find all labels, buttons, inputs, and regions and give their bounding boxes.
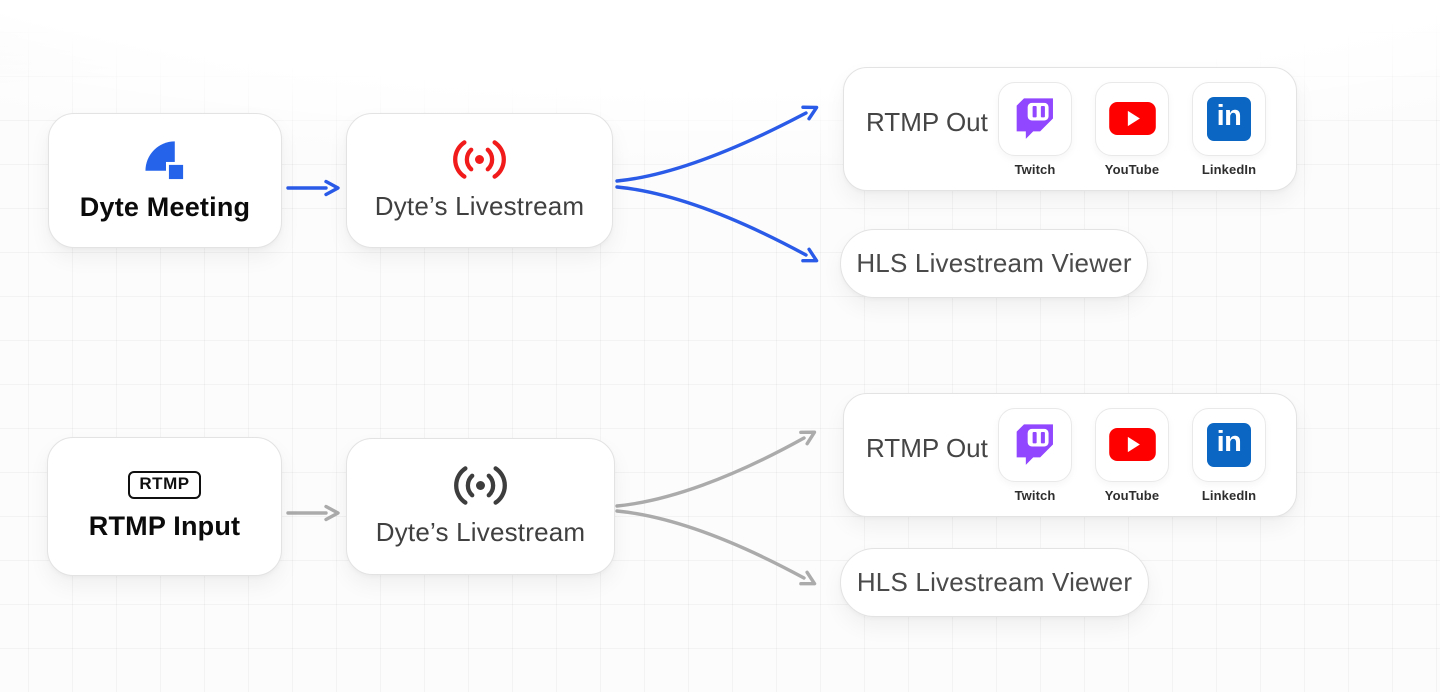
rtmp-badge-icon: RTMP [128,471,201,499]
youtube-card [1095,81,1169,156]
platform-linkedin[interactable]: in LinkedIn [1192,81,1266,177]
node-dyte-livestream-top[interactable]: Dyte’s Livestream [346,113,613,248]
platform-name: Twitch [1014,161,1056,177]
node-rtmp-out-bottom[interactable]: RTMP Out Twitch [843,393,1297,517]
youtube-icon [1108,102,1156,135]
platform-row: Twitch YouTube in LinkedIn [998,407,1266,503]
arrow-livestream-to-hls-top [615,185,819,263]
node-rtmp-input[interactable]: RTMP RTMP Input [47,437,282,576]
platform-name: YouTube [1104,161,1160,177]
platform-twitch[interactable]: Twitch [998,81,1072,177]
platform-name: LinkedIn [1201,487,1257,503]
platform-name: Twitch [1014,487,1056,503]
node-title: RTMP Input [88,510,241,541]
platform-linkedin[interactable]: in LinkedIn [1192,407,1266,503]
linkedin-card: in [1192,407,1266,482]
rtmp-out-label: RTMP Out [866,432,988,463]
node-hls-viewer-bottom[interactable]: HLS Livestream Viewer [840,548,1149,617]
platform-twitch[interactable]: Twitch [998,407,1072,503]
dyte-logo-icon [144,141,186,182]
linkedin-card: in [1192,81,1266,156]
platform-youtube[interactable]: YouTube [1095,81,1169,177]
rtmp-out-label: RTMP Out [866,106,988,137]
youtube-card [1095,407,1169,482]
linkedin-icon: in [1207,96,1251,141]
twitch-card [998,407,1072,482]
node-hls-viewer-top[interactable]: HLS Livestream Viewer [840,229,1148,298]
twitch-icon [1016,98,1053,139]
arrow-livestream-to-rtmpout-bottom [615,430,817,508]
twitch-card [998,81,1072,156]
node-title: HLS Livestream Viewer [856,567,1133,597]
platform-row: Twitch YouTube in LinkedIn [998,81,1266,177]
broadcast-icon [453,140,506,179]
platform-name: YouTube [1104,487,1160,503]
twitch-icon [1016,424,1053,465]
node-title: Dyte Meeting [79,192,251,222]
broadcast-icon [454,466,507,505]
platform-name: LinkedIn [1201,161,1257,177]
node-title: Dyte’s Livestream [374,191,585,221]
arrow-livestream-to-rtmpout-top [615,105,819,183]
arrow-livestream-to-hls-bottom [615,509,817,586]
node-dyte-meeting[interactable]: Dyte Meeting [48,113,282,248]
node-rtmp-out-top[interactable]: RTMP Out Twitch [843,67,1297,191]
youtube-icon [1108,428,1156,461]
node-title: Dyte’s Livestream [375,517,586,547]
node-title: HLS Livestream Viewer [856,248,1132,278]
node-dyte-livestream-bottom[interactable]: Dyte’s Livestream [346,438,615,575]
linkedin-icon: in [1207,422,1251,467]
platform-youtube[interactable]: YouTube [1095,407,1169,503]
